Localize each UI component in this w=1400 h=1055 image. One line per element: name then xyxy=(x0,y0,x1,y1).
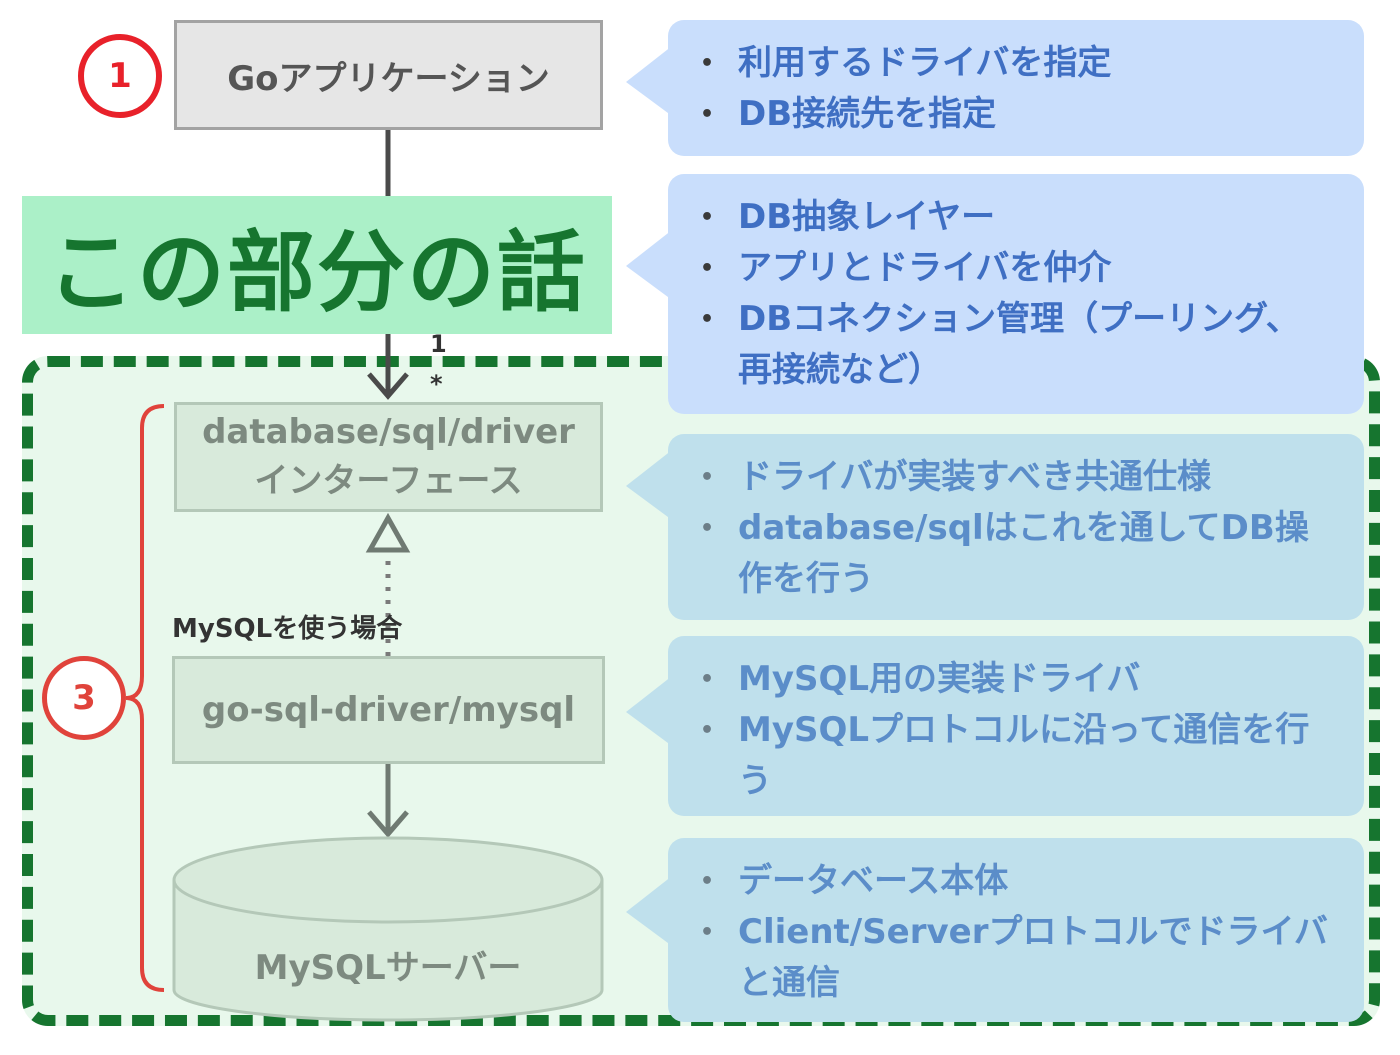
callout-pointer-1 xyxy=(626,46,672,116)
callout-item: ドライバが実装すべき共通仕様 xyxy=(700,452,1328,503)
driver-interface-label-2: インターフェース xyxy=(254,461,523,501)
go-app-box: Goアプリケーション xyxy=(174,20,603,130)
multiplicity-one: 1 xyxy=(430,330,447,358)
page-title: この部分の話 xyxy=(46,220,587,324)
callout-item: DB接続先を指定 xyxy=(700,89,1328,140)
callout-pointer-5 xyxy=(626,876,672,946)
callout-item: アプリとドライバを仲介 xyxy=(700,243,1328,294)
arrowhead-sql-to-iface xyxy=(367,372,409,400)
callout-item: MySQL用の実装ドライバ xyxy=(700,654,1328,705)
marker-one: 1 xyxy=(78,34,162,118)
callout-mysql-server: データベース本体 Client/Serverプロトコルでドライバと通信 xyxy=(668,838,1364,1022)
mysql-server-label: MySQLサーバー xyxy=(254,948,522,988)
callout-item: 利用するドライバを指定 xyxy=(700,38,1328,89)
mysql-driver-box: go-sql-driver/mysql xyxy=(172,656,605,764)
callout-item: データベース本体 xyxy=(700,856,1328,907)
multiplicity-many: * xyxy=(430,370,443,398)
callout-item: database/sqlはこれを通してDB操作を行う xyxy=(700,503,1328,605)
callout-pointer-3 xyxy=(626,450,672,520)
use-mysql-label: MySQLを使う場合 xyxy=(172,614,403,644)
callout-driver-interface: ドライバが実装すべき共通仕様 database/sqlはこれを通してDB操作を行… xyxy=(668,434,1364,620)
callout-go-app: 利用するドライバを指定 DB接続先を指定 xyxy=(668,20,1364,156)
realization-triangle xyxy=(365,512,411,553)
mysql-driver-label: go-sql-driver/mysql xyxy=(201,690,576,730)
server-cylinder-top xyxy=(172,836,604,924)
driver-interface-label-1: database/sql/driver xyxy=(202,411,575,452)
callout-item: DB抽象レイヤー xyxy=(700,192,1328,243)
arrowhead-driver-to-server xyxy=(367,810,409,838)
callout-pointer-2 xyxy=(626,230,672,300)
driver-interface-box: database/sql/driver インターフェース xyxy=(174,402,603,512)
title-background xyxy=(22,196,612,334)
callout-item: DBコネクション管理（プーリング、再接続など） xyxy=(700,294,1328,396)
layer-brace xyxy=(125,404,165,992)
callout-item: Client/Serverプロトコルでドライバと通信 xyxy=(700,907,1328,1009)
callout-pointer-4 xyxy=(626,676,672,746)
marker-three: 3 xyxy=(42,656,126,740)
callout-mysql-driver: MySQL用の実装ドライバ MySQLプロトコルに沿って通信を行う xyxy=(668,636,1364,816)
callout-database-sql: DB抽象レイヤー アプリとドライバを仲介 DBコネクション管理（プーリング、再接… xyxy=(668,174,1364,414)
go-app-label: Goアプリケーション xyxy=(227,58,550,99)
callout-item: MySQLプロトコルに沿って通信を行う xyxy=(700,705,1328,807)
